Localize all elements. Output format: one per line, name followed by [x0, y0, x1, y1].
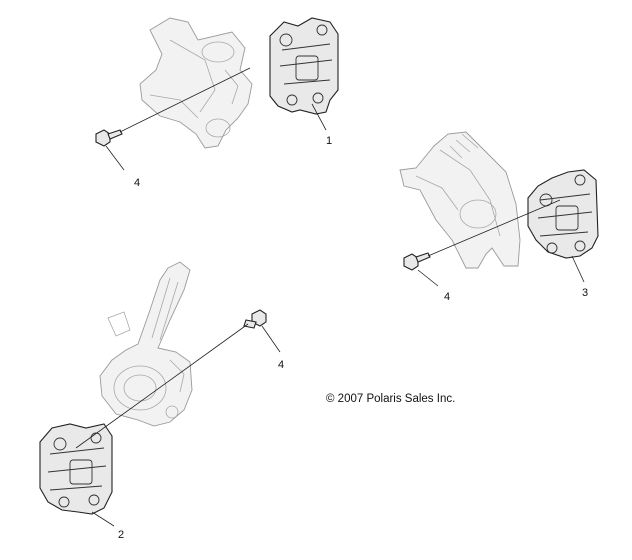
spindle-top — [139, 17, 253, 149]
axis-line-bottom — [75, 323, 249, 449]
bolt-top — [95, 129, 123, 147]
caliper-bottom — [39, 423, 113, 515]
caliper-top — [269, 17, 339, 115]
callout-1: 1 — [326, 135, 332, 147]
callout-4-top: 4 — [134, 177, 140, 189]
axis-line-right — [427, 199, 561, 257]
callout-4-right: 4 — [444, 291, 450, 303]
leader-bolt-top — [105, 145, 125, 171]
leader-bolt-bottom — [261, 325, 281, 353]
bolt-bottom — [243, 309, 267, 329]
leader-caliper-bottom — [91, 511, 115, 527]
callout-3: 3 — [582, 287, 588, 299]
callout-2: 2 — [118, 529, 124, 541]
spindle-right — [399, 131, 521, 269]
leader-caliper-top — [311, 103, 327, 131]
axis-line-top — [119, 67, 251, 133]
callout-4-bottom: 4 — [278, 359, 284, 371]
spindle-bottom — [99, 261, 193, 427]
copyright-notice: © 2007 Polaris Sales Inc. — [326, 393, 455, 405]
bolt-right — [403, 252, 431, 271]
leader-bolt-right — [417, 269, 439, 287]
caliper-right — [527, 169, 599, 259]
leader-caliper-right — [571, 255, 585, 283]
